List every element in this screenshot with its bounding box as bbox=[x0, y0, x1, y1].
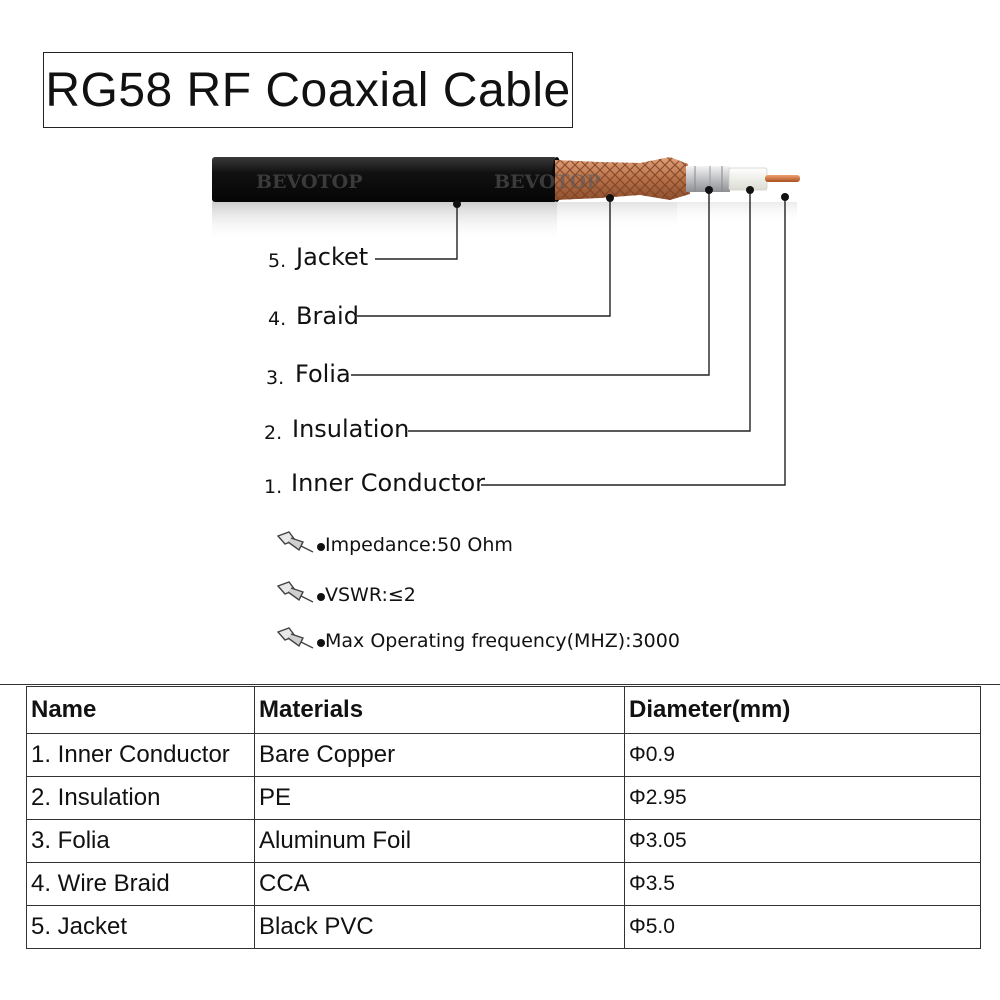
watermark-text: BEVOTOP bbox=[256, 171, 362, 193]
spec-impedance: Impedance:50 Ohm bbox=[275, 528, 513, 562]
watermark-text: BEVOTOP bbox=[494, 171, 600, 193]
layer-number-conductor: 1. bbox=[264, 476, 283, 498]
table-header-diameter: Diameter(mm) bbox=[624, 686, 981, 734]
pushpin-icon bbox=[276, 531, 325, 553]
spec-frequency: Max Operating frequency(MHZ):3000 bbox=[275, 624, 680, 658]
table-cell-diameter: Φ3.5 bbox=[624, 862, 981, 906]
table-row: 4. Wire Braid CCA Φ3.5 bbox=[26, 862, 981, 906]
spec-text-vswr: VSWR:≤2 bbox=[325, 584, 416, 606]
table-cell-name: 5. Jacket bbox=[26, 905, 255, 949]
table-cell-name: 3. Folia bbox=[26, 819, 255, 863]
table-header-name: Name bbox=[26, 686, 255, 734]
leader-line-folia bbox=[351, 190, 710, 376]
leader-line-insulation bbox=[408, 190, 751, 432]
spec-vswr: VSWR:≤2 bbox=[275, 578, 416, 612]
leader-dot bbox=[453, 200, 461, 208]
leader-line-jacket bbox=[375, 204, 458, 260]
table-cell-diameter: Φ2.95 bbox=[624, 776, 981, 820]
table-cell-diameter: Φ5.0 bbox=[624, 905, 981, 949]
leader-line-braid bbox=[357, 198, 611, 317]
leader-line-conductor bbox=[481, 197, 786, 486]
table-header-row: Name Materials Diameter(mm) bbox=[26, 686, 981, 734]
layer-label-insulation: Insulation bbox=[292, 415, 410, 443]
table-cell-material: PE bbox=[254, 776, 625, 820]
pushpin-icon bbox=[276, 627, 325, 649]
table-cell-name: 1. Inner Conductor bbox=[26, 733, 255, 777]
spec-text-frequency: Max Operating frequency(MHZ):3000 bbox=[325, 630, 680, 652]
layer-label-jacket: Jacket bbox=[296, 243, 369, 271]
table-cell-diameter: Φ3.05 bbox=[624, 819, 981, 863]
leader-dot bbox=[781, 193, 789, 201]
table-row: 1. Inner Conductor Bare Copper Φ0.9 bbox=[26, 733, 981, 777]
layer-number-insulation: 2. bbox=[264, 422, 283, 444]
layer-label-conductor: Inner Conductor bbox=[291, 469, 486, 497]
cable-illustration: BEVOTOP BEVOTOP bbox=[212, 157, 800, 486]
table-cell-name: 4. Wire Braid bbox=[26, 862, 255, 906]
table-row: 5. Jacket Black PVC Φ5.0 bbox=[26, 905, 981, 949]
layer-number-folia: 3. bbox=[266, 367, 285, 389]
table-cell-name: 2. Insulation bbox=[26, 776, 255, 820]
title-box: RG58 RF Coaxial Cable bbox=[43, 52, 573, 128]
table-row: 3. Folia Aluminum Foil Φ3.05 bbox=[26, 819, 981, 863]
table-cell-material: Aluminum Foil bbox=[254, 819, 625, 863]
layer-label-folia: Folia bbox=[295, 360, 351, 388]
page-title: RG58 RF Coaxial Cable bbox=[45, 63, 571, 117]
leader-dot bbox=[606, 194, 614, 202]
separator-line bbox=[0, 684, 1000, 685]
table-header-materials: Materials bbox=[254, 686, 625, 734]
cable-conductor bbox=[765, 175, 800, 182]
spec-text-impedance: Impedance:50 Ohm bbox=[325, 534, 513, 556]
leader-dot bbox=[746, 186, 754, 194]
layer-number-jacket: 5. bbox=[268, 250, 287, 272]
table-row: 2. Insulation PE Φ2.95 bbox=[26, 776, 981, 820]
leader-dots bbox=[453, 186, 789, 208]
pushpin-icon bbox=[276, 581, 325, 603]
leader-lines bbox=[351, 190, 786, 486]
table-cell-diameter: Φ0.9 bbox=[624, 733, 981, 777]
table-cell-material: Black PVC bbox=[254, 905, 625, 949]
layer-label-braid: Braid bbox=[296, 302, 359, 330]
table-cell-material: Bare Copper bbox=[254, 733, 625, 777]
cable-reflection bbox=[212, 202, 557, 242]
cable-jacket bbox=[212, 157, 557, 202]
spec-table: Name Materials Diameter(mm) 1. Inner Con… bbox=[26, 686, 981, 949]
layer-number-braid: 4. bbox=[268, 308, 287, 330]
leader-dot bbox=[705, 186, 713, 194]
table-cell-material: CCA bbox=[254, 862, 625, 906]
